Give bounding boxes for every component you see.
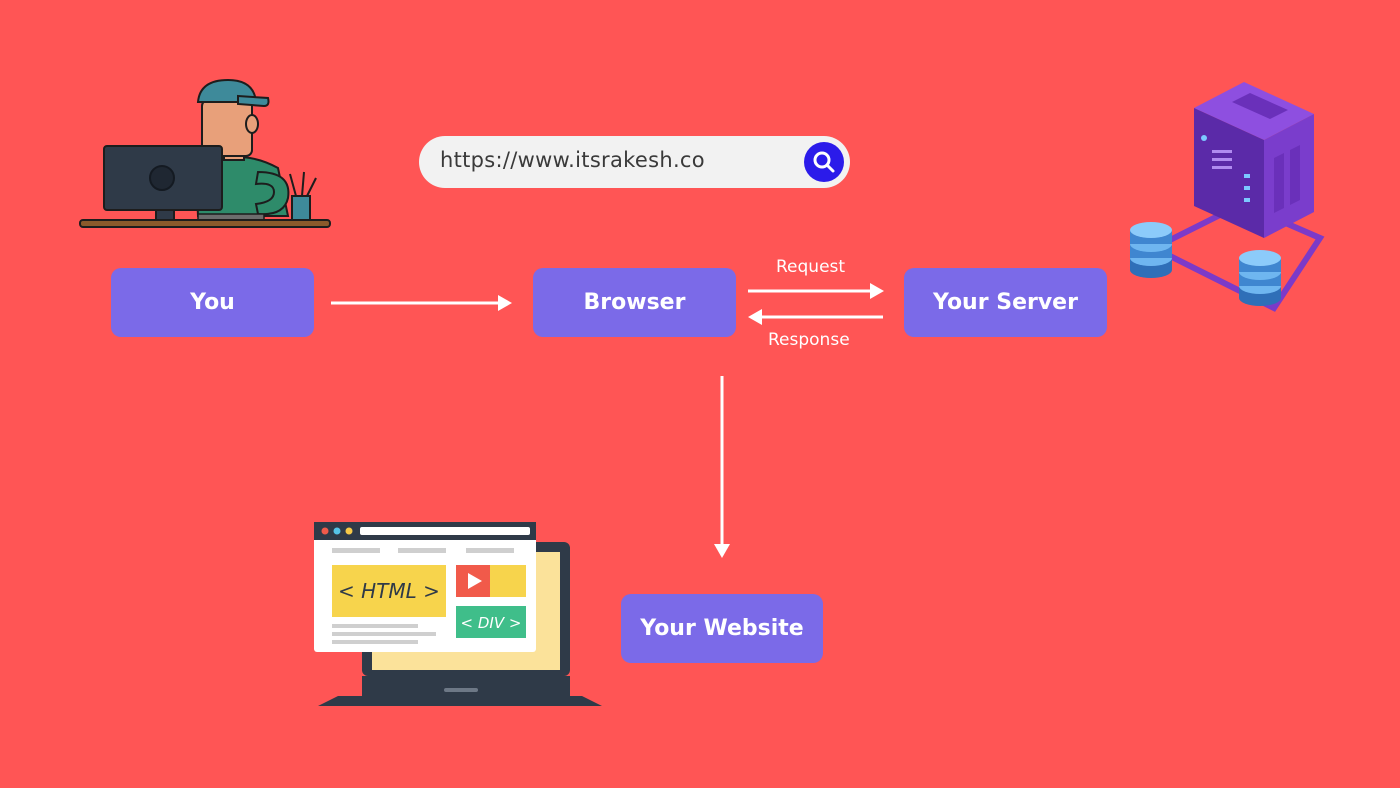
div-tag-label: < DIV > bbox=[461, 614, 522, 632]
url-text[interactable]: https://www.itsrakesh.co bbox=[440, 148, 705, 172]
laptop-website-icon: < HTML > < DIV > bbox=[312, 520, 604, 710]
person-at-computer-icon bbox=[78, 76, 334, 230]
arrow-request bbox=[748, 283, 884, 299]
database-icon bbox=[1237, 246, 1283, 308]
search-icon bbox=[813, 151, 835, 173]
node-browser: Browser bbox=[533, 268, 736, 337]
search-button[interactable] bbox=[804, 142, 844, 182]
node-you: You bbox=[111, 268, 314, 337]
arrow-browser-to-website bbox=[714, 376, 730, 558]
arrow-response bbox=[748, 309, 883, 325]
node-your-server: Your Server bbox=[904, 268, 1107, 337]
node-your-website: Your Website bbox=[621, 594, 823, 663]
edge-label-request: Request bbox=[776, 257, 846, 277]
html-tag-label: < HTML > bbox=[338, 579, 440, 603]
edge-label-response: Response bbox=[768, 330, 850, 350]
server-icon bbox=[1124, 78, 1326, 316]
database-icon bbox=[1128, 218, 1174, 280]
address-bar[interactable]: https://www.itsrakesh.co bbox=[419, 136, 850, 188]
arrow-you-to-browser bbox=[331, 295, 512, 311]
